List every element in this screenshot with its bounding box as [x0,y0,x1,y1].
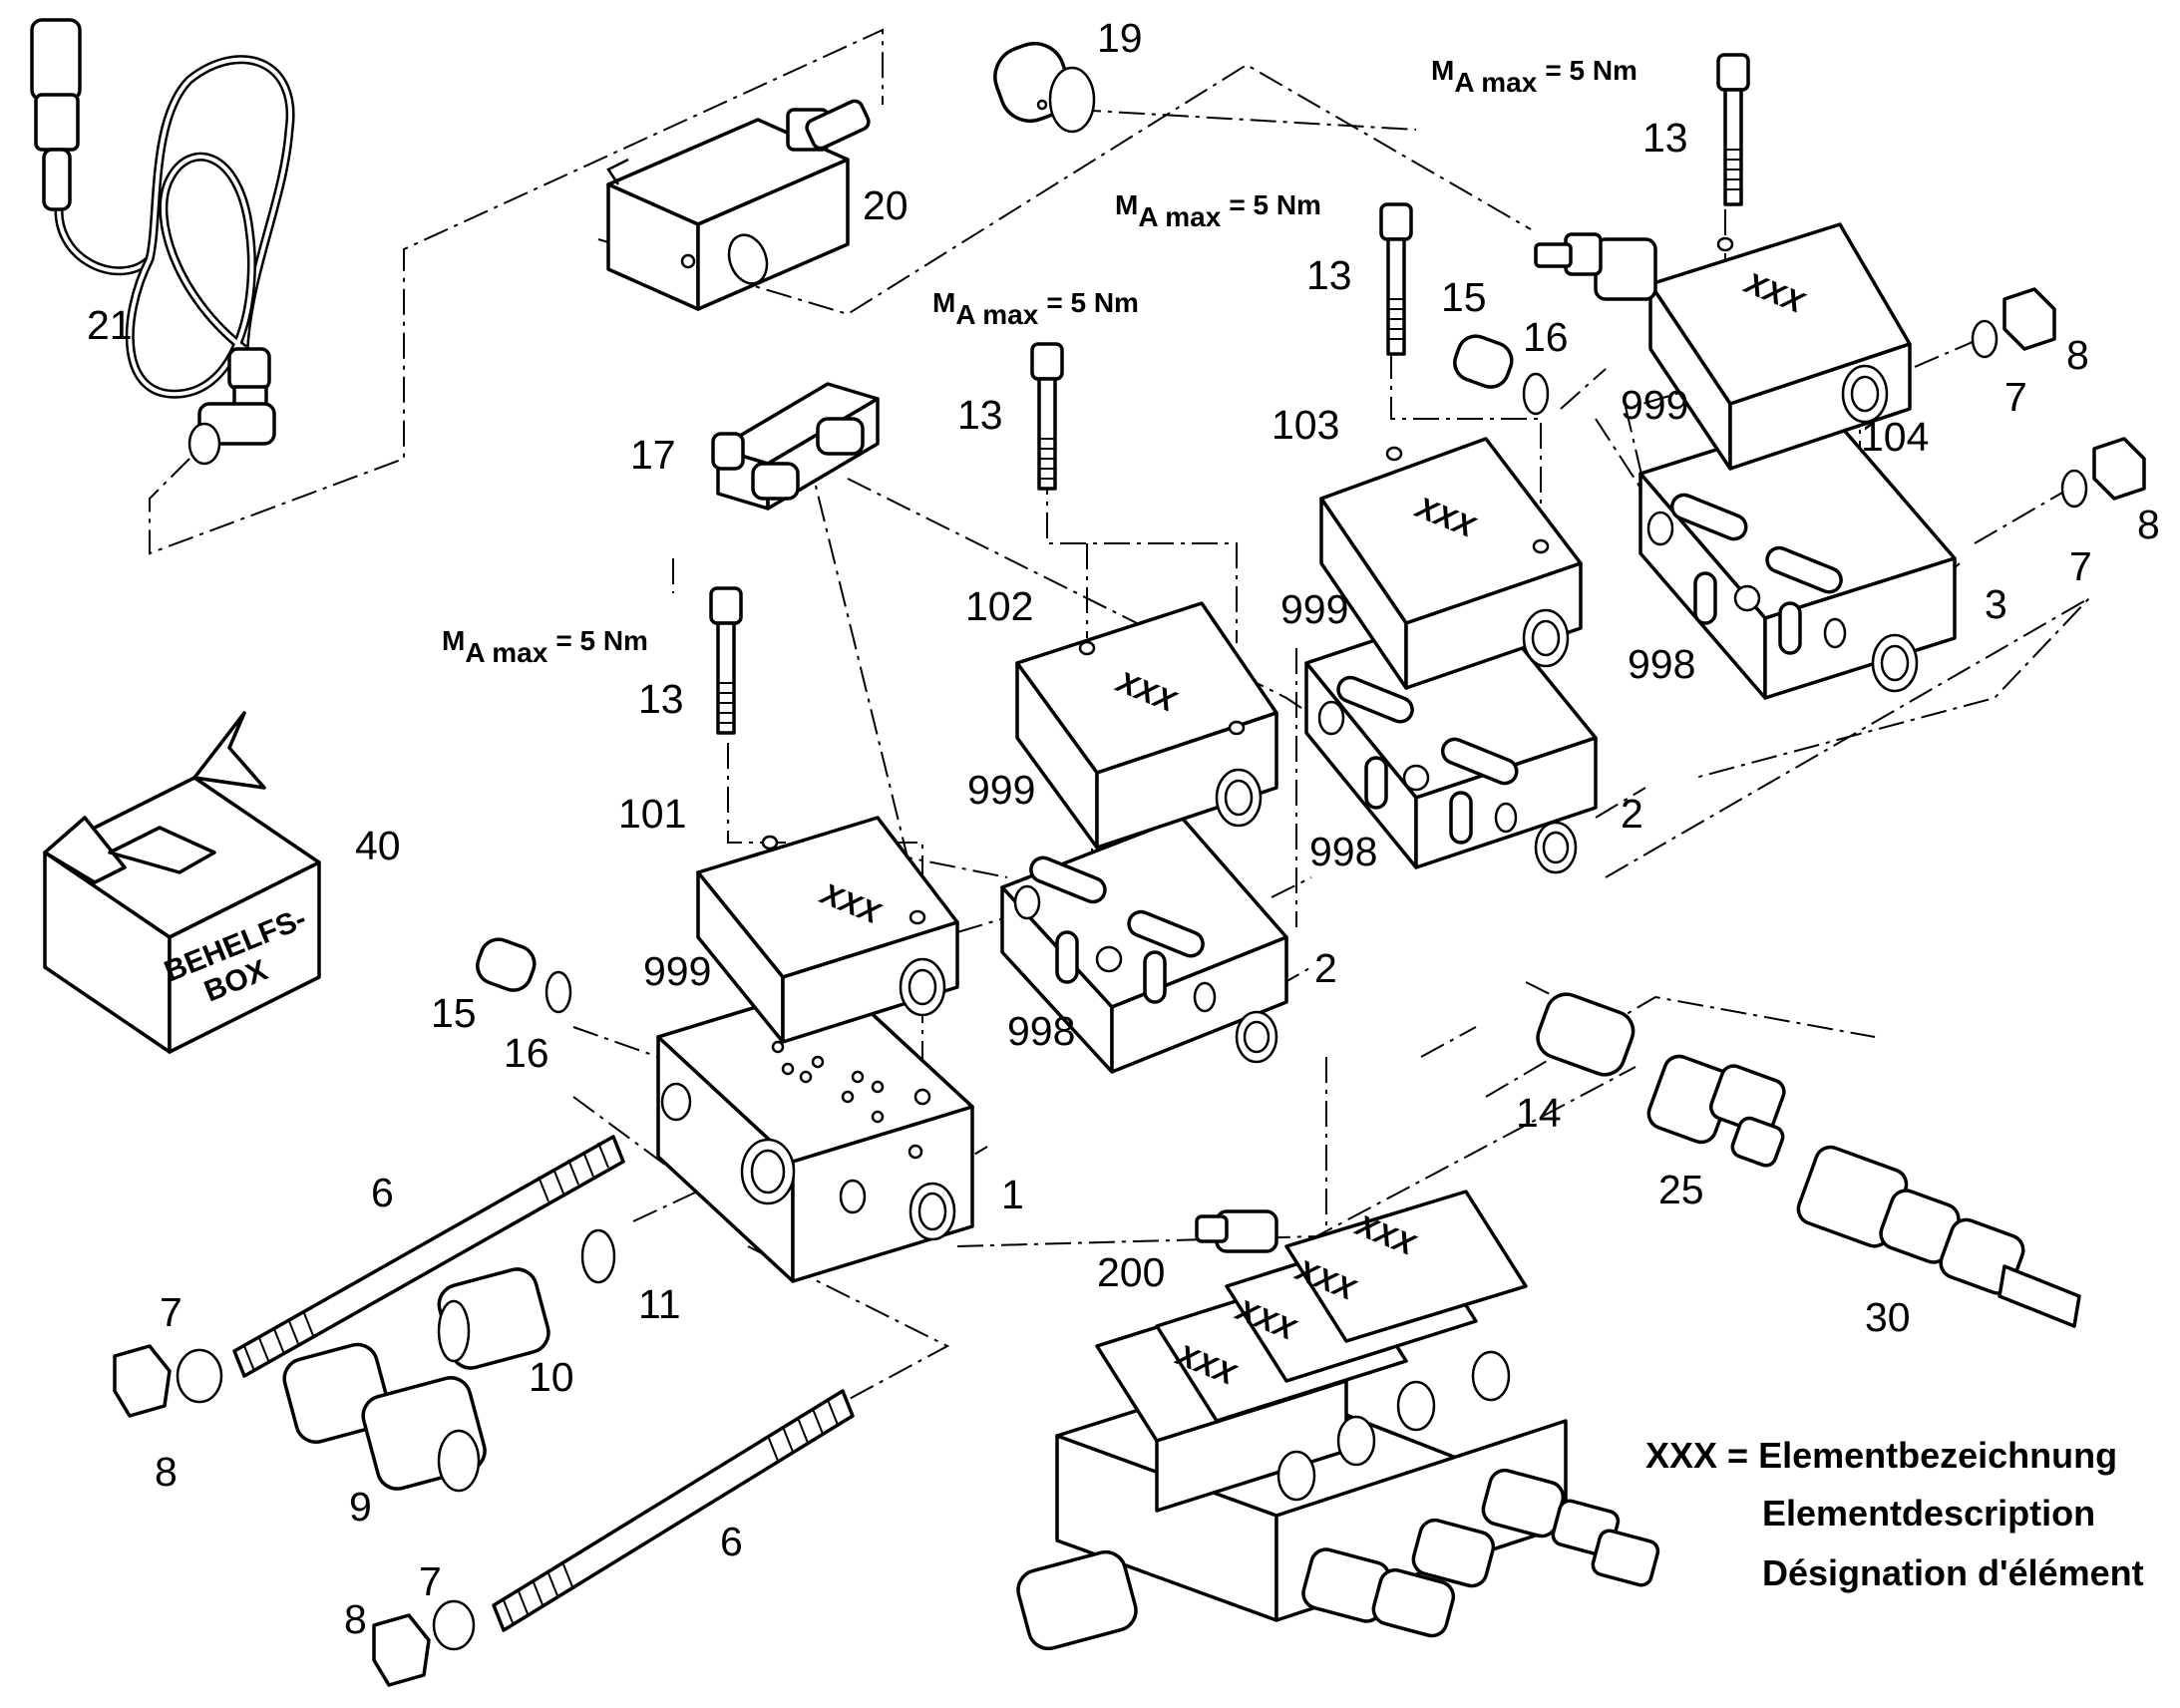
part-label: 10 [529,1354,574,1400]
legend: XXX = Elementbezeichnung Elementdescript… [1645,1435,2144,1593]
part-label: 19 [1097,15,1143,61]
part-label: 13 [1642,115,1688,161]
part-number-labels: 1 2 2 3 6 6 7 7 7 7 8 8 8 8 9 10 11 13 1… [87,15,2160,1642]
part-label: 6 [720,1519,743,1564]
legend-line-3: Désignation d'élément [1762,1552,2144,1593]
part-label: 999 [1280,586,1348,632]
part-label: 1 [1001,1172,1024,1217]
torque-note: MA max= 5 Nm [932,287,1139,330]
legend-line-2: Elementdescription [1762,1493,2095,1534]
part-label: 7 [419,1558,442,1604]
auxiliary-box-40: BEHELFS- BOX [43,711,321,1054]
part-label: 7 [2004,374,2027,420]
cable-sensor-assembly [30,18,295,466]
part-label: 999 [1621,382,1688,428]
part-label: 30 [1865,1294,1911,1340]
assembly-chain-lines [149,28,2090,1417]
fittings-14-25-30 [1536,992,2081,1328]
part-label: 8 [155,1449,178,1495]
part-label: 8 [344,1596,367,1642]
torque-notes: MA max= 5 Nm MA max= 5 Nm MA max= 5 Nm M… [442,55,1637,668]
fittings-9-10-11 [282,1228,616,1493]
element-block-102: XXX [1015,601,1278,850]
part-label: 101 [618,791,686,837]
part-label: 998 [1007,1008,1075,1054]
part-label: 6 [371,1170,394,1215]
part-label: 3 [1985,581,2007,627]
part-label: 11 [638,1281,681,1327]
part-label: 998 [1309,829,1377,874]
element-block-104: XXX [1534,222,1912,471]
connector-bridge-17 [711,382,880,511]
part-label: 40 [355,823,401,868]
part-label: 103 [1272,402,1339,448]
part-label: 13 [638,676,684,722]
part-label: 8 [2137,502,2160,547]
assembled-view-200: XXX XXX XXX XXX [1016,1190,1660,1651]
element-block-103: XXX [1319,437,1583,690]
part-label: 13 [1306,252,1352,298]
end-block-3 [1638,412,1957,700]
valve-block-20 [606,99,871,311]
washers-and-nuts [113,287,2146,1687]
part-label: 104 [1861,414,1929,460]
part-label: 2 [1314,945,1337,991]
part-label: 999 [967,767,1035,813]
base-block-1 [656,980,974,1283]
part-label: 15 [431,990,477,1036]
part-label: 999 [643,948,711,994]
element-block-101: XXX [696,816,959,1044]
part-label: 13 [957,392,1003,438]
part-label: 7 [2069,543,2092,589]
torque-note: MA max= 5 Nm [442,625,648,668]
part-label: 15 [1441,274,1487,320]
plugs-and-seals [476,334,1550,1014]
part-label: 16 [1523,314,1569,360]
legend-line-1: XXX = Elementbezeichnung [1645,1435,2117,1476]
part-label: 7 [160,1289,182,1335]
torque-note: MA max= 5 Nm [1115,189,1321,232]
torque-note: MA max= 5 Nm [1431,55,1637,98]
part-label: 200 [1097,1249,1165,1295]
part-label: 17 [630,432,676,478]
threaded-rods-6 [232,1135,855,1632]
plug-19 [993,41,1096,134]
part-label: 14 [1516,1090,1562,1136]
part-label: 998 [1628,641,1695,687]
part-label: 16 [504,1030,549,1076]
part-label: 102 [965,583,1033,629]
part-label: 9 [349,1484,372,1530]
part-label: 8 [2066,332,2089,378]
middle-block-2-lower [1000,816,1288,1074]
part-label: 20 [863,182,908,228]
middle-block-2-upper [1304,601,1598,874]
part-label: 21 [87,302,133,348]
screws-13 [709,53,1750,735]
part-label: 25 [1658,1167,1704,1212]
part-label: 2 [1621,791,1643,837]
